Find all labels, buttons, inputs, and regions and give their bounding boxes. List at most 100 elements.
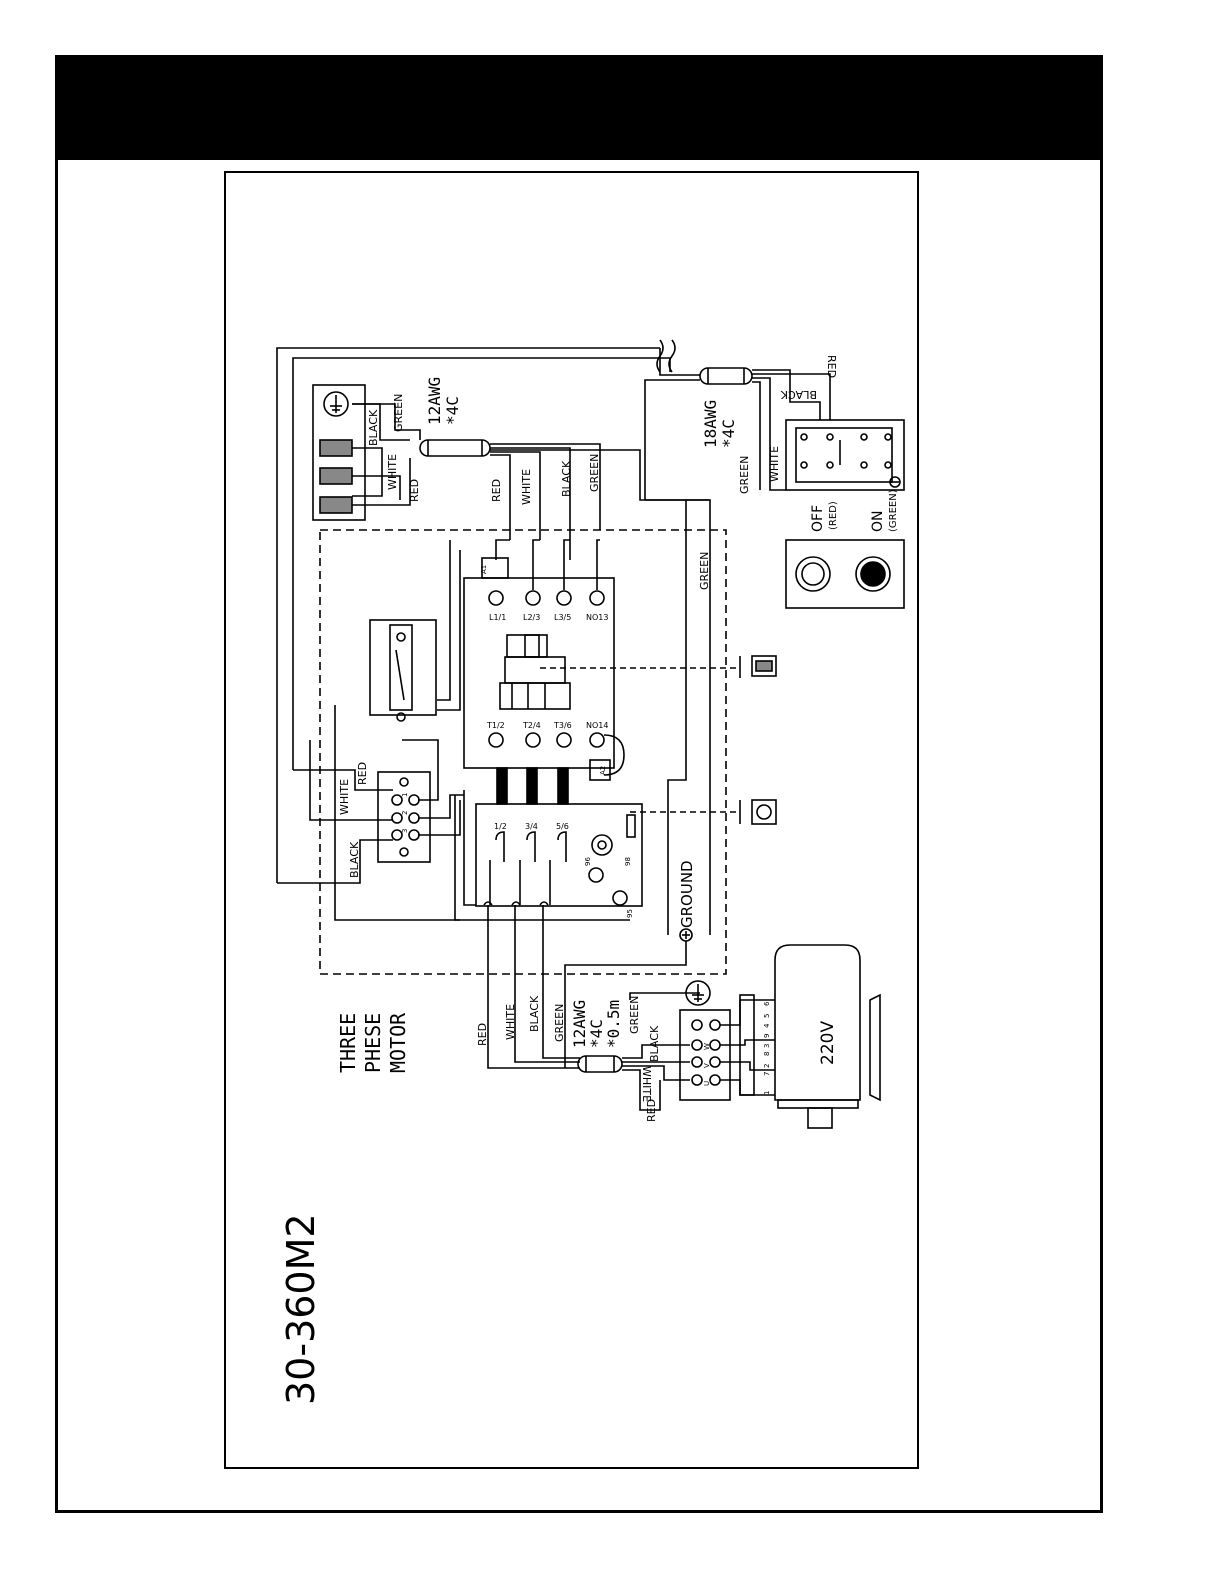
- label-green-main: GREEN: [588, 454, 601, 492]
- lead-6: 6: [763, 1001, 771, 1006]
- label-black-motor: BLACK: [528, 995, 541, 1032]
- switch-cable-gauge: 18AWG: [701, 400, 720, 448]
- contactor-top-1: L1/1: [489, 613, 506, 622]
- motor-voltage: 220V: [818, 1021, 838, 1065]
- lead-1: 1: [763, 1091, 771, 1095]
- terminal-block-upper: [369, 619, 437, 722]
- lead-5: 5: [763, 1014, 771, 1018]
- switch-cable-cores: *4C: [719, 419, 738, 448]
- on-color-label: (GREEN): [888, 489, 899, 532]
- label-black-inlet: BLACK: [367, 409, 380, 446]
- motor-lead-numbers: 1 7 2 8 3 9 4 5 6: [763, 1001, 771, 1095]
- label-white-switch: WHITE: [768, 446, 781, 482]
- terminal-2: 2: [401, 811, 409, 815]
- coil-a1: A1: [480, 565, 488, 574]
- label-black-switch: BLACK: [780, 388, 817, 401]
- label-white-motor-terminal: WHITE: [640, 1066, 653, 1102]
- lead-4: 4: [763, 1023, 771, 1028]
- lead-2: 2: [763, 1064, 771, 1068]
- motor-cable-length: *0.5m: [604, 1000, 623, 1048]
- label-black-terminal: BLACK: [348, 841, 361, 878]
- label-red-switch: RED: [825, 355, 838, 378]
- overload-1: 1/2: [494, 822, 507, 831]
- contactor-bottom-1: T1/2: [486, 721, 505, 730]
- motor-title-line-3: MOTOR: [386, 1012, 410, 1073]
- cable-specs: 12AWG *4C 18AWG *4C 12AWG *4C *0.5m: [425, 377, 738, 1048]
- power-inlet-box: [312, 384, 366, 521]
- motor-title-line-2: PHESE: [361, 1013, 385, 1073]
- motor-terminal-w: W: [703, 1043, 711, 1050]
- motor-title-line-1: THREE: [336, 1013, 360, 1073]
- overload-labels: 1/2 3/4 5/6 96 98 95: [494, 822, 634, 918]
- on-label: ON: [870, 511, 886, 533]
- label-green-switch: GREEN: [738, 456, 751, 494]
- label-white-main: WHITE: [520, 469, 533, 505]
- label-red-motor: RED: [476, 1023, 489, 1046]
- main-cable-cores: *4C: [443, 396, 462, 425]
- overload-relay: [475, 803, 643, 907]
- contactor: [463, 557, 625, 781]
- lead-9: 9: [763, 1034, 771, 1038]
- coil-a2: A2: [599, 766, 607, 775]
- push-button-panel: [785, 539, 905, 609]
- overload-aux-96: 96: [584, 857, 592, 866]
- off-label: OFF: [810, 505, 826, 532]
- contactor-bottom-2: T2/4: [522, 721, 541, 730]
- label-ground: GROUND: [678, 860, 696, 928]
- switch-cable-sleeve: [699, 367, 753, 385]
- page-frame: [55, 55, 1103, 1513]
- label-green-inlet: GREEN: [392, 394, 405, 432]
- motor-terminal-letters: U V W: [703, 1043, 711, 1086]
- control-box-outline: [319, 529, 727, 975]
- wire-labels: BLACK GREEN WHITE RED RED WHITE BLACK GR…: [338, 355, 838, 1122]
- label-red-terminal: RED: [356, 762, 369, 785]
- label-red-inlet: RED: [408, 479, 421, 502]
- off-color-label: (RED): [828, 501, 839, 530]
- overload-2: 3/4: [525, 822, 538, 831]
- main-cable-sleeve: [419, 439, 491, 457]
- terminal-strip: [377, 771, 431, 863]
- reset-symbol: [739, 799, 777, 825]
- overload-3: 5/6: [556, 822, 569, 831]
- motor-terminal-v: V: [703, 1063, 711, 1068]
- contactor-labels: L1/1 L2/3 L3/5 NO13 T1/2 T2/4 T3/6 NO14 …: [480, 565, 608, 775]
- motor-terminal-u: U: [703, 1081, 711, 1086]
- label-red-main: RED: [490, 479, 503, 502]
- terminal-1: 1: [401, 793, 409, 797]
- label-white-motor: WHITE: [504, 1004, 517, 1040]
- motor-ground-symbol: [685, 980, 711, 1006]
- overload-aux-95: 95: [626, 909, 634, 918]
- motor-cable-gauge: 12AWG: [570, 1000, 589, 1048]
- label-green-ground: GREEN: [698, 552, 711, 590]
- diagram-border: [224, 171, 919, 1469]
- motor-cable-cores: *4C: [587, 1019, 606, 1048]
- coil-symbol: [739, 655, 777, 678]
- terminal-3: 3: [401, 829, 409, 833]
- header-bar: [55, 55, 1103, 160]
- contactor-bottom-3: T3/6: [553, 721, 572, 730]
- label-white-terminal: WHITE: [338, 779, 351, 815]
- contactor-bottom-4: NO14: [586, 721, 608, 730]
- label-white-inlet: WHITE: [386, 454, 399, 490]
- contactor-top-4: NO13: [586, 613, 608, 622]
- contactor-top-2: L2/3: [523, 613, 540, 622]
- motor-title: THREE PHESE MOTOR: [336, 1012, 410, 1073]
- terminal-numbers: 1 2 3: [401, 793, 409, 833]
- label-black-motor-terminal: BLACK: [648, 1025, 661, 1062]
- switch-labels: OFF (RED) ON (GREEN): [810, 489, 899, 532]
- motor-cable-sleeve: [577, 1055, 623, 1073]
- label-red-motor-terminal: RED: [645, 1099, 658, 1122]
- lead-3: 3: [763, 1044, 771, 1048]
- motor-body: [774, 944, 881, 1129]
- label-green-motor: GREEN: [553, 1004, 566, 1042]
- lead-8: 8: [763, 1052, 771, 1056]
- lead-7: 7: [763, 1072, 771, 1076]
- label-green-motor-ground: GREEN: [628, 996, 641, 1034]
- main-cable-gauge: 12AWG: [425, 377, 444, 425]
- contactor-top-3: L3/5: [554, 613, 571, 622]
- model-number: 30-360M2: [279, 1213, 323, 1405]
- switch-block: [785, 419, 905, 491]
- overload-aux-98: 98: [624, 857, 632, 866]
